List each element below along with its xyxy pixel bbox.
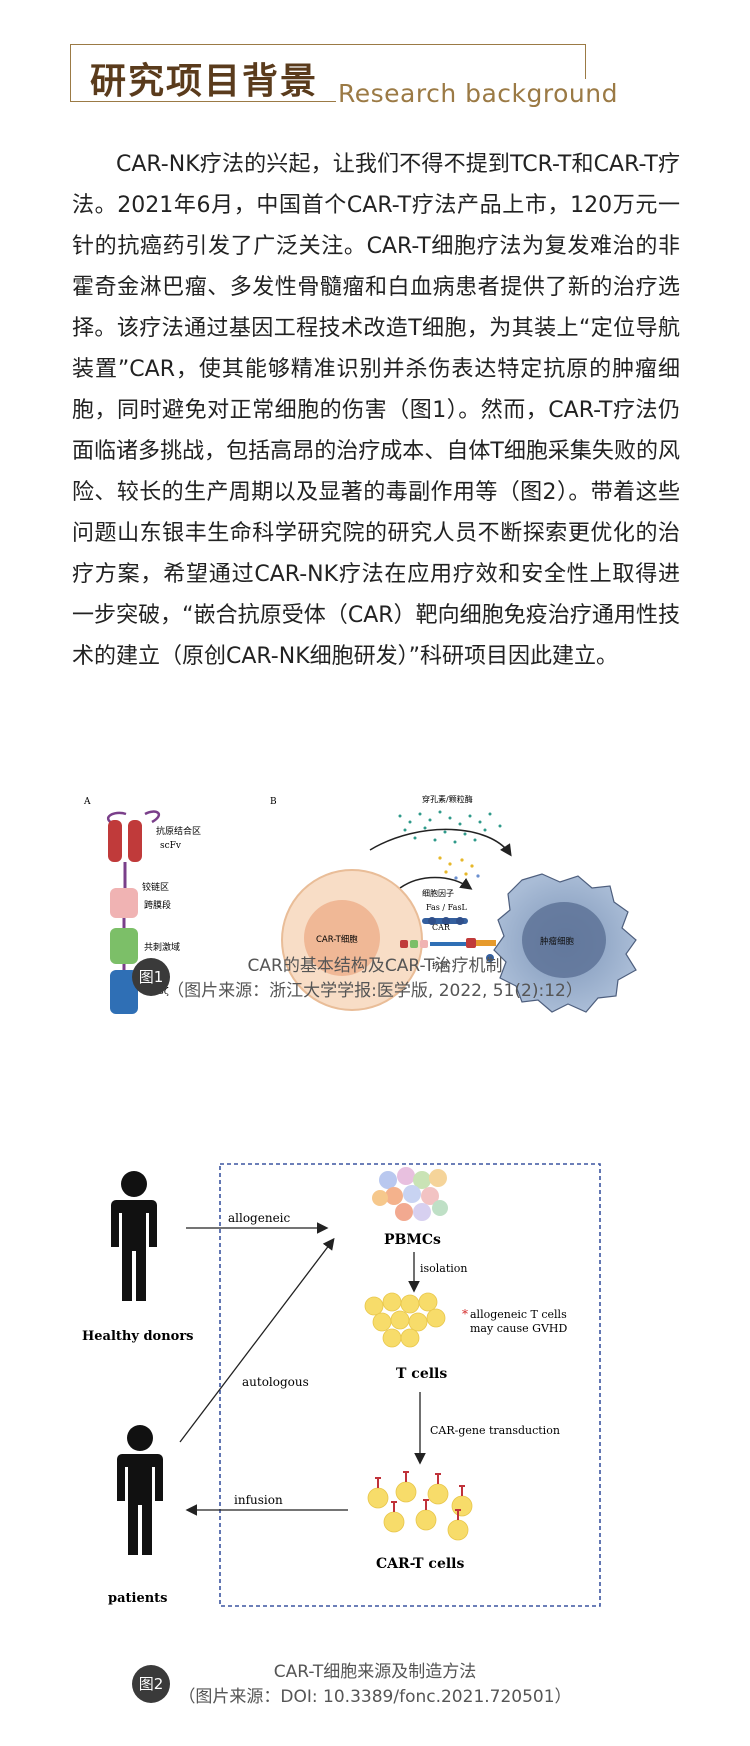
transmembrane-domain xyxy=(110,888,138,918)
figure-2-caption-title: CAR-T细胞来源及制造方法 xyxy=(273,1662,477,1682)
cd3z-domain xyxy=(110,970,138,1014)
costim-domain xyxy=(110,928,138,964)
autologous-label: autologous xyxy=(242,1375,309,1389)
figure-1-caption-source: （图片来源：浙江大学学报:医学版, 2022, 51(2):12） xyxy=(167,981,583,1001)
panel-b-label: B xyxy=(270,797,277,807)
pbmc-cluster-icon xyxy=(372,1167,448,1221)
figure-1: A 抗原结合区 scFv 铰链区 跨膜段 共刺激域 CD3ζ B 穿孔素/颗粒酶… xyxy=(83,794,637,1014)
cart-cells-cluster-icon xyxy=(367,1471,473,1541)
cart-cells-label: CAR-T cells xyxy=(376,1556,464,1572)
patients-label: patients xyxy=(108,1591,168,1606)
perforin-arrow xyxy=(369,828,512,857)
cytokine-arrow xyxy=(399,876,473,890)
panel-a-label: A xyxy=(83,797,91,807)
allogeneic-label: allogeneic xyxy=(228,1211,291,1225)
header-frame xyxy=(70,44,586,102)
donor-person-icon xyxy=(111,1171,157,1301)
scfv-chain-2 xyxy=(128,820,142,862)
isolation-label: isolation xyxy=(420,1262,468,1275)
cart-nucleus xyxy=(304,900,380,976)
healthy-donors-label: Healthy donors xyxy=(82,1329,194,1344)
figure-1-caption-title: CAR的基本结构及CAR-T治疗机制 xyxy=(247,956,503,976)
figure-1-badge: 图1 xyxy=(132,958,170,996)
figure-2: Healthy donors patients allogeneic autol… xyxy=(82,1163,601,1607)
perforin-label: 穿孔素/颗粒酶 xyxy=(422,794,473,804)
patient-person-icon xyxy=(117,1425,163,1555)
tumor-nucleus xyxy=(522,902,606,978)
car-label: CAR xyxy=(432,923,451,932)
body-paragraph: CAR-NK疗法的兴起，让我们不得不提到TCR-T和CAR-T疗法。2021年6… xyxy=(72,152,680,669)
cytokine-label: 细胞因子 xyxy=(422,888,454,898)
hinge-loop-2 xyxy=(144,810,161,824)
cytokine-dots xyxy=(438,856,480,880)
domain-label: 铰链区 xyxy=(142,881,169,893)
figure-2-caption-source: （图片来源：DOI: 10.3389/fonc.2021.720501） xyxy=(178,1687,572,1707)
section-subtitle: Research background xyxy=(336,79,620,108)
domain-label: 抗原结合区 xyxy=(156,825,201,837)
gvhd-warning-line2: may cause GVHD xyxy=(470,1322,567,1335)
t-cells-cluster-icon xyxy=(364,1292,446,1348)
scfv-chain-1 xyxy=(108,820,122,862)
figure-2-caption: CAR-T细胞来源及制造方法 （图片来源：DOI: 10.3389/fonc.2… xyxy=(75,1660,675,1710)
transduction-label: CAR-gene transduction xyxy=(430,1424,560,1437)
domain-label: 跨膜段 xyxy=(144,899,171,911)
gvhd-warning-line1: allogeneic T cells xyxy=(470,1308,567,1321)
manufacturing-box xyxy=(219,1163,601,1607)
antigen-marker xyxy=(476,940,496,962)
domain-label: scFv xyxy=(160,841,182,851)
tumor-cell-label: 肿瘤细胞 xyxy=(540,936,575,947)
figure-2-badge: 图2 xyxy=(132,1665,170,1703)
autologous-arrow xyxy=(179,1237,335,1443)
figure-1-caption: CAR的基本结构及CAR-T治疗机制 （图片来源：浙江大学学报:医学版, 202… xyxy=(75,954,675,1004)
warning-star: * xyxy=(462,1307,468,1321)
fas-label: Fas / FasL xyxy=(426,903,468,912)
infusion-label: infusion xyxy=(234,1493,283,1507)
pbmcs-label: PBMCs xyxy=(384,1232,441,1248)
car-receptor xyxy=(400,938,476,948)
antigen-label: 抗原 xyxy=(432,960,448,970)
fas-fasl-receptor xyxy=(422,917,468,925)
cart-cell-label: CAR-T细胞 xyxy=(316,934,358,945)
section-title: 研究项目背景 xyxy=(90,61,319,102)
domain-label: 共刺激域 xyxy=(144,941,180,953)
perforin-dots xyxy=(398,810,502,844)
t-cells-label: T cells xyxy=(396,1366,447,1382)
